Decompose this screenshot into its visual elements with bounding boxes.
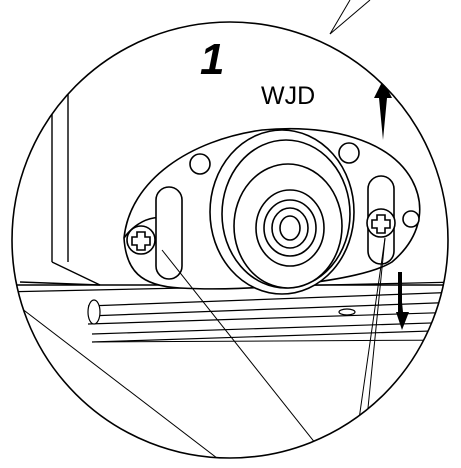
brand-label: WJD bbox=[261, 82, 315, 110]
plate-hole-left bbox=[189, 153, 211, 175]
floor-lines bbox=[12, 291, 448, 458]
wheel bbox=[209, 129, 355, 295]
screw-left bbox=[126, 225, 156, 255]
adjust-up-arrow bbox=[374, 80, 392, 140]
slot-left bbox=[155, 186, 183, 280]
detail-circle-outline bbox=[11, 21, 449, 459]
detail-content: 1 WJD bbox=[12, 35, 448, 458]
screw-right bbox=[366, 208, 396, 238]
plate-hole-right bbox=[338, 142, 360, 164]
step-number: 1 bbox=[200, 35, 224, 84]
adjust-down-arrow bbox=[396, 272, 409, 330]
plate-hole-edge bbox=[402, 210, 420, 228]
bottom-track bbox=[12, 281, 448, 343]
callout-leader-lines bbox=[329, 0, 371, 35]
